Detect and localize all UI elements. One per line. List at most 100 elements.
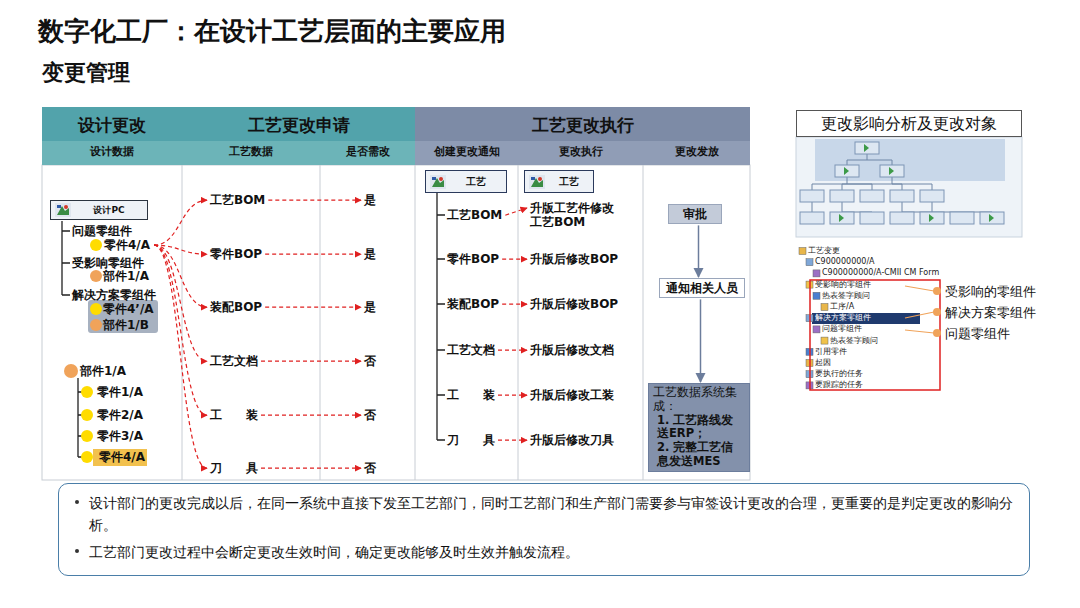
column-subheading: 更改执行	[518, 145, 643, 158]
tree-row-icon	[821, 337, 828, 344]
screenshot-tree-graph	[880, 165, 904, 177]
change-action: 升版后修改BOP	[530, 297, 618, 311]
part-name: 零件4/A	[99, 450, 145, 464]
part-dot	[90, 303, 102, 315]
column-subheading: 设计数据	[42, 145, 182, 158]
table-grid	[415, 165, 416, 480]
change-flag: 是	[364, 300, 376, 314]
tree-row-text: 工序/A	[830, 302, 854, 312]
callout-dot	[933, 287, 941, 295]
table-grid	[42, 165, 750, 480]
process-data: 刀 具	[210, 461, 258, 475]
tree-row-text: 问题零组件	[822, 324, 862, 334]
change-flag: 否	[364, 461, 376, 475]
system-icon	[432, 177, 436, 180]
part-name: 零件3/A	[97, 429, 143, 443]
tree-row-text: 工艺变更	[808, 246, 840, 256]
system-icon	[529, 175, 545, 189]
screenshot-tree-graph	[839, 214, 844, 222]
screenshot-tree-graph	[860, 212, 884, 224]
mapping-arrow	[265, 307, 361, 308]
screenshot-tree-graph	[864, 144, 869, 152]
system-box: 工艺	[425, 170, 507, 193]
header-band: 工艺更改申请工艺数据是否需改	[182, 107, 415, 165]
table-grid	[518, 165, 519, 480]
screenshot-tree-graph	[920, 212, 944, 224]
process-data: 装配BOP	[210, 300, 262, 314]
process-box: 审批	[668, 204, 722, 224]
part-name: 部件1/A	[80, 364, 126, 378]
process-box: 工艺数据系统集成：1. 工艺路线发送ERP；2. 完整工艺信息发送MES	[648, 383, 750, 472]
table-grid	[320, 165, 321, 480]
box-text: 工艺	[466, 176, 486, 188]
system-icon	[439, 177, 443, 181]
tree-row-text: C900000000/A-CMII CM Form	[822, 268, 939, 278]
callout-label: 问题零组件	[945, 326, 1010, 342]
process-data: 装配BOP	[447, 297, 499, 311]
selection-frame	[810, 280, 940, 390]
process-data: 工 装	[447, 388, 495, 402]
callout-dot	[933, 287, 941, 337]
screenshot-tree-graph	[800, 190, 824, 202]
column-subheading: 是否需改	[320, 145, 415, 158]
part-name: 部件1/B	[103, 318, 149, 332]
mapping-arrow	[498, 440, 527, 441]
system-icon	[529, 175, 545, 189]
mapping-arrow	[154, 245, 207, 468]
part-name: 部件1/A	[103, 269, 149, 283]
part-name: 零件2/A	[97, 408, 143, 422]
system-icon	[430, 175, 446, 189]
process-data: 工艺BOM	[447, 208, 502, 222]
process-data: 零件BOP	[210, 247, 262, 261]
screenshot-tree-graph	[835, 165, 859, 177]
tree-row-icon	[821, 304, 828, 311]
part-dot	[90, 270, 102, 282]
system-icon	[55, 203, 71, 217]
screenshot-highlight	[812, 313, 920, 324]
process-box: 通知相关人员	[659, 278, 745, 298]
screenshot-tree-graph	[920, 190, 944, 202]
part-dot	[90, 319, 102, 331]
part-name: 问题零组件	[72, 224, 132, 238]
note-text: 设计部门的更改完成以后，在同一系统中直接下发至工艺部门，同时工艺部门和生产部门需…	[89, 492, 1015, 537]
box-text: 工艺数据系统集成：	[653, 386, 745, 414]
note-row: 工艺部门更改过程中会断定更改生效时间，确定更改能够及时生效并触发流程。	[73, 541, 1015, 563]
screenshot-tree-graph	[844, 167, 849, 175]
header-band: 工艺更改执行创建更改通知更改执行更改发放	[415, 107, 750, 165]
screenshot-tree-graph	[950, 212, 974, 224]
mapping-arrow	[261, 415, 361, 416]
screenshot-tree-graph	[830, 190, 854, 202]
system-icon	[430, 175, 446, 189]
system-icon	[531, 177, 535, 180]
tree-line	[62, 193, 445, 457]
box-text: 2. 完整工艺信息发送MES	[653, 441, 745, 469]
tree-row-text: 要执行的任务	[815, 369, 863, 379]
change-flag: 是	[364, 247, 376, 261]
screenshot-tree-graph	[890, 212, 914, 224]
screenshot-tree-graph	[860, 190, 884, 202]
process-data: 工艺BOM	[210, 193, 265, 207]
section-heading: 变更管理	[42, 60, 130, 86]
system-icon	[538, 177, 542, 181]
system-box: 设计PC	[50, 200, 148, 220]
system-icon	[64, 205, 68, 209]
process-data: 工艺文档	[447, 343, 495, 357]
screenshot-tree-graph	[800, 142, 1004, 224]
mapping-arrow	[154, 245, 207, 415]
process-data: 工艺文档	[210, 354, 258, 368]
box-text: 审批	[683, 207, 707, 221]
column-heading: 工艺更改执行	[415, 115, 750, 135]
table-grid	[643, 165, 644, 480]
tree-row-icon	[813, 270, 820, 277]
screenshot-tree-graph	[815, 139, 1005, 181]
column-heading: 设计更改	[42, 115, 182, 135]
box-text: 更改影响分析及更改对象	[821, 114, 997, 133]
change-action: 升版后修改BOP	[530, 252, 618, 266]
screenshot-tree-graph	[830, 212, 854, 224]
tree-row-text: 热表签字顾问	[830, 336, 878, 346]
column-subheading: 工艺数据	[182, 145, 320, 158]
mapping-arrow	[261, 361, 361, 362]
callout-leader	[905, 286, 934, 333]
part-name: 解决方案零组件	[72, 288, 156, 302]
mapping-arrow	[154, 245, 207, 307]
